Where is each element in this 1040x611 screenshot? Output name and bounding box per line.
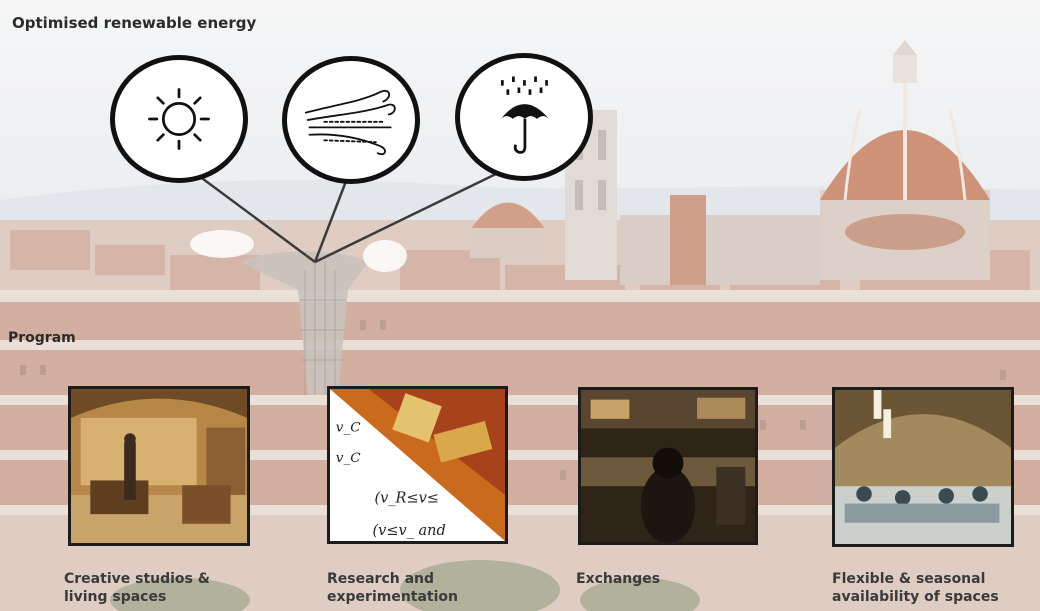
sun-icon bbox=[110, 55, 248, 183]
flexible-spaces-photo bbox=[832, 387, 1014, 547]
program-label: Program bbox=[8, 330, 76, 346]
caption-research: Research and experimentation bbox=[327, 570, 458, 606]
rain-umbrella-icon bbox=[455, 53, 593, 181]
caption-line-2: experimentation bbox=[327, 589, 459, 605]
caption-line-1: Research and bbox=[327, 571, 435, 587]
caption-line-1: Exchanges bbox=[576, 571, 661, 587]
formula-line-2: v_C bbox=[336, 450, 361, 466]
formula-line-3: (v_R≤v≤ bbox=[374, 491, 438, 507]
creative-studios-photo bbox=[68, 386, 250, 546]
caption-line-1: Flexible & seasonal bbox=[832, 571, 986, 587]
exchanges-photo bbox=[578, 387, 758, 545]
formula-line-1: v_C bbox=[336, 419, 361, 435]
research-experimentation-photo: v_C v_C (v_R≤v≤ (v≤v_ and bbox=[327, 386, 508, 544]
caption-exchanges: Exchanges bbox=[576, 570, 660, 588]
caption-line-2: availability of spaces bbox=[832, 589, 999, 605]
caption-creative-studios: Creative studios & living spaces bbox=[64, 570, 210, 606]
formula-line-4: (v≤v_ and bbox=[373, 523, 446, 539]
wind-icon bbox=[282, 56, 420, 184]
caption-flexible-spaces: Flexible & seasonal availability of spac… bbox=[832, 570, 999, 606]
page-title: Optimised renewable energy bbox=[12, 14, 257, 32]
caption-line-2: living spaces bbox=[64, 589, 167, 605]
caption-line-1: Creative studios & bbox=[64, 571, 210, 587]
